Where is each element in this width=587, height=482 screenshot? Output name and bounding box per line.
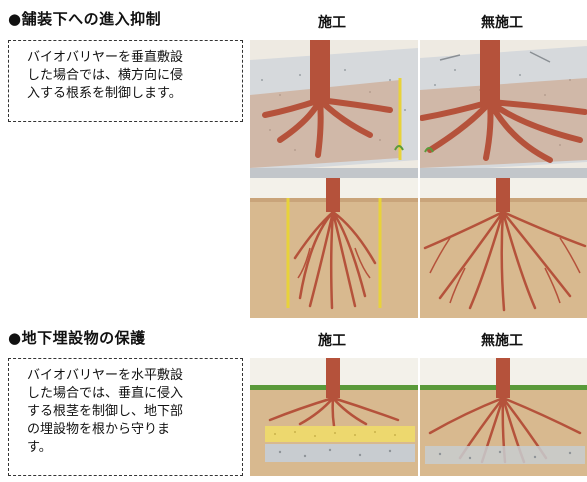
section1-description-box: バイオバリヤーを垂直敷設 した場合では、横方向に侵 入する根系を制御します。 bbox=[8, 40, 243, 122]
section1-soil-treated-illustration bbox=[250, 178, 418, 318]
section1-pavement-untreated-illustration bbox=[420, 40, 587, 178]
section2-description-box: バイオバリヤーを水平敷設 した場合では、垂直に侵入 する根茎を制御し、地下部 の… bbox=[8, 358, 243, 476]
section2-title: ●地下埋設物の保護 bbox=[8, 329, 146, 347]
section1-label-untreated: 無施工 bbox=[481, 15, 523, 31]
section2-label-untreated: 無施工 bbox=[481, 333, 523, 349]
section1-pavement-treated-illustration bbox=[250, 40, 418, 178]
section1-soil-untreated-illustration bbox=[420, 178, 587, 318]
section2-soil-treated-illustration bbox=[250, 358, 418, 476]
section2-description: バイオバリヤーを水平敷設 した場合では、垂直に侵入 する根茎を制御し、地下部 の… bbox=[27, 368, 184, 455]
section2-soil-untreated-illustration bbox=[420, 358, 587, 476]
section1-label-treated: 施工 bbox=[318, 15, 346, 31]
section1-description: バイオバリヤーを垂直敷設 した場合では、横方向に侵 入する根系を制御します。 bbox=[27, 50, 184, 101]
section1-title: ●舗装下への進入抑制 bbox=[8, 10, 162, 28]
section2-label-treated: 施工 bbox=[318, 333, 346, 349]
